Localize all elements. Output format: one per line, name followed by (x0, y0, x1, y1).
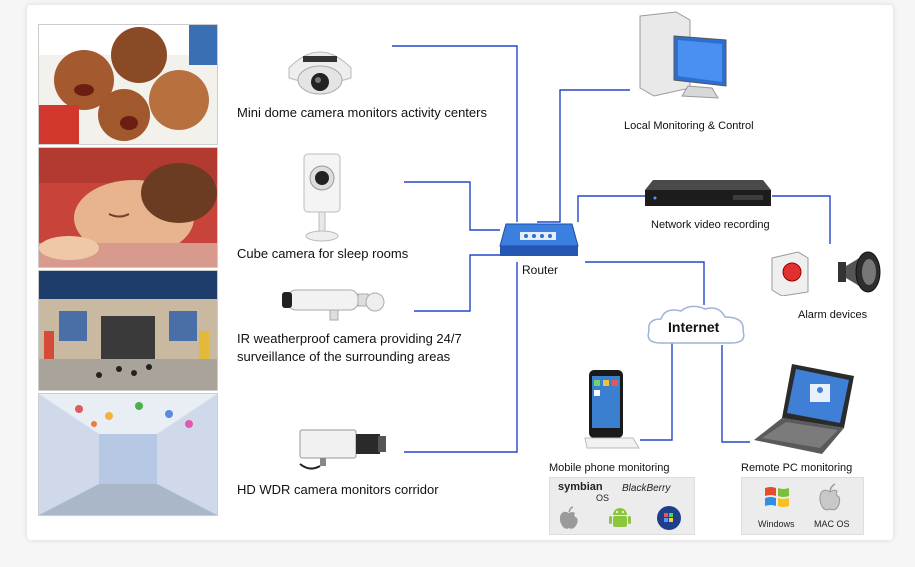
mobile-phone-icon (583, 368, 643, 454)
symbian-logo: symbian (558, 481, 603, 493)
windows-text: Windows (758, 519, 795, 529)
wire-router-nvr (577, 195, 645, 222)
wire-cube-router (404, 181, 500, 231)
mobile-monitoring-label: Mobile phone monitoring (549, 462, 670, 474)
cube-camera-icon (300, 152, 346, 244)
cube-camera-label: Cube camera for sleep rooms (237, 246, 409, 261)
nvr-device-icon (643, 178, 773, 214)
ir-weatherproof-camera-icon (280, 284, 386, 324)
mac-os-text: MAC OS (814, 519, 850, 529)
wire-internet-remote (721, 345, 750, 443)
wire-dome-router (392, 45, 518, 222)
windows-phone-icon (657, 506, 681, 530)
wire-internet-mobile (640, 340, 673, 441)
windows-logo-icon (765, 487, 789, 507)
photo-sleeping-child (38, 147, 218, 268)
remote-pc-label: Remote PC monitoring (741, 462, 853, 474)
mini-dome-camera-icon (285, 42, 355, 100)
blackberry-text: BlackBerry (622, 483, 671, 494)
alarm-button-icon (768, 250, 812, 296)
router-icon (498, 218, 580, 260)
local-monitoring-label: Local Monitoring & Control (624, 120, 754, 132)
photo-children (38, 24, 218, 145)
ir-camera-label: IR weatherproof camera providing 24/7 su… (237, 331, 462, 364)
android-icon (609, 508, 631, 527)
laptop-icon (752, 362, 856, 456)
mini-dome-label: Mini dome camera monitors activity cente… (237, 105, 487, 120)
nvr-label: Network video recording (651, 219, 770, 231)
alarm-label: Alarm devices (798, 309, 868, 321)
wire-router-internet (585, 261, 705, 305)
desktop-computer-icon (630, 10, 730, 106)
router-label: Router (522, 263, 559, 277)
wire-ir-router (414, 254, 500, 312)
photo-corridor (38, 393, 218, 516)
siren-icon (836, 246, 884, 298)
blackberry-logo: BlackBerry (622, 483, 670, 495)
mac-apple-icon (819, 483, 841, 511)
pc-os-panel: Windows MAC OS (741, 477, 864, 535)
wire-nvr-alarm (772, 195, 831, 244)
hd-wdr-camera-icon (290, 424, 390, 472)
mobile-os-panel: symbian OS BlackBerry (549, 477, 695, 535)
wire-router-local (537, 89, 630, 223)
symbian-text: symbian (558, 481, 603, 493)
internet-label: Internet (668, 319, 720, 335)
photo-school-entrance (38, 270, 218, 391)
hd-wdr-label: HD WDR camera monitors corridor (237, 482, 439, 497)
symbian-os-text: OS (596, 493, 610, 503)
apple-icon (559, 506, 578, 529)
wire-hd-router (404, 262, 518, 453)
internet-cloud-icon (643, 303, 751, 351)
